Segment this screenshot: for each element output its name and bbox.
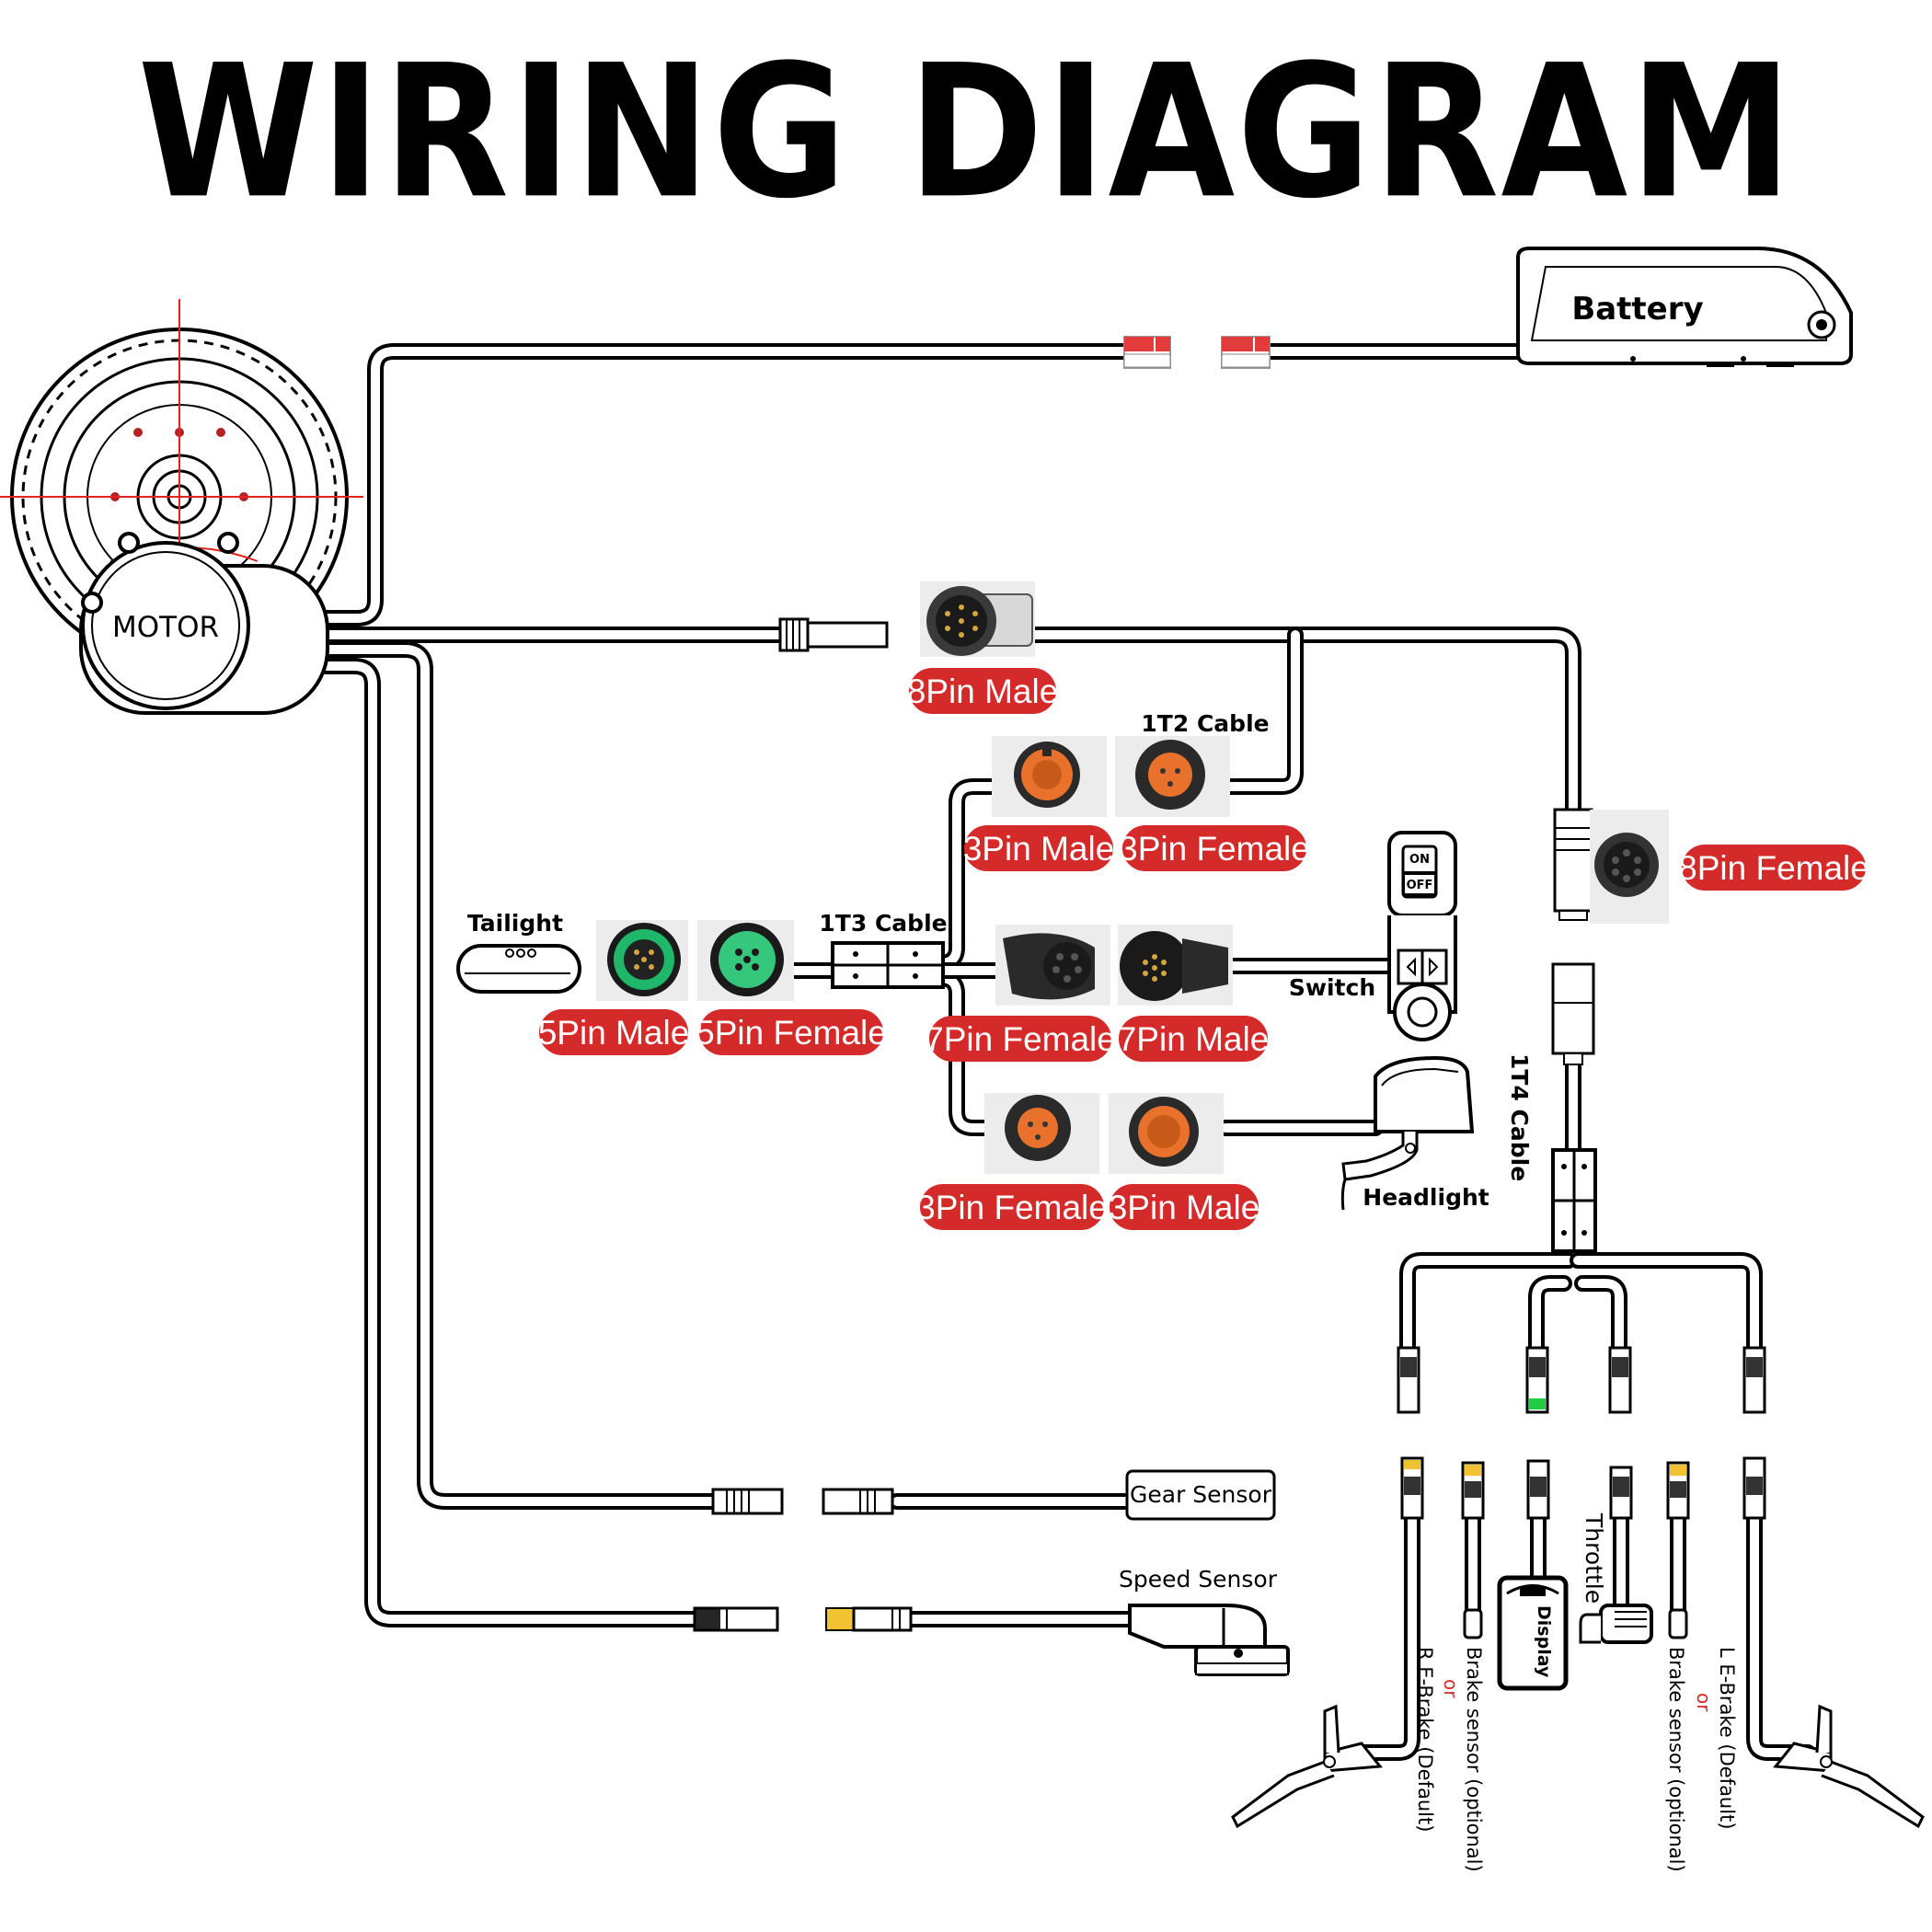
- gear-sensor-label: Gear Sensor: [1130, 1481, 1272, 1508]
- pin8-male-tag: 8Pin Male: [907, 668, 1059, 714]
- pin3-male-top-connector: [992, 736, 1107, 817]
- motor-label: MOTOR: [112, 611, 219, 644]
- t4-plug-2: [1525, 1346, 1549, 1414]
- r-ebrake-lever-icon: [1231, 1704, 1383, 1829]
- t4-cable-splitter: [1551, 1148, 1597, 1253]
- pin7-male-tag: 7Pin Male: [1118, 1016, 1270, 1062]
- pin3-female-top-connector: [1115, 736, 1230, 817]
- pin8-female-tag-text: 8Pin Female: [1678, 849, 1869, 887]
- t4-cable-plug: [1551, 962, 1595, 1065]
- gear-sensor-box: Gear Sensor: [1125, 1469, 1276, 1521]
- headlight-icon: [1340, 1055, 1475, 1211]
- pin3-male-top-tag-text: 3Pin Male: [963, 830, 1115, 868]
- pin7-female-connector: [995, 925, 1110, 1006]
- gear-sensor-plug-female: [822, 1488, 894, 1515]
- pin7-female-tag: 7Pin Female: [925, 1016, 1116, 1062]
- motor-icon: MOTOR: [0, 299, 363, 715]
- brake-sensor-r-label: Brake sensor (optional): [1463, 1647, 1485, 1872]
- pin8-female-plug: [1553, 808, 1593, 921]
- pin7-male-connector: [1118, 925, 1233, 1006]
- switch-label: Switch: [1289, 974, 1375, 1001]
- throttle-plug: [1609, 1466, 1633, 1520]
- pin8-male-tag-text: 8Pin Male: [907, 673, 1059, 710]
- pin8-male-connector: [920, 581, 1035, 657]
- throttle-icon: [1579, 1604, 1653, 1644]
- motor-8pin-plug: [778, 617, 889, 652]
- t4-plug-1: [1397, 1346, 1420, 1414]
- diagram-title: WIRING DIAGRAM: [137, 25, 1795, 239]
- t3-cable-splitter: [831, 941, 945, 989]
- pin5-male-tag-text: 5Pin Male: [538, 1014, 690, 1052]
- r-or-label: or: [1440, 1679, 1462, 1698]
- brake-sensor-l-label: Brake sensor (optional): [1665, 1647, 1687, 1872]
- pin3-female-top-tag: 3Pin Female: [1119, 825, 1310, 871]
- power-connector-female: [1221, 336, 1271, 369]
- switch-on-label: ON: [1409, 853, 1430, 867]
- tailight-label: Tailight: [467, 910, 563, 937]
- display-label: Display: [1534, 1605, 1554, 1678]
- battery-icon: Battery: [1516, 247, 1853, 367]
- t3-cable-label: 1T3 Cable: [819, 910, 947, 937]
- pin5-male-tag: 5Pin Male: [538, 1009, 690, 1055]
- l-ebrake-label: L E-Brake (Default): [1716, 1647, 1738, 1830]
- t4-plug-3: [1608, 1346, 1632, 1414]
- headlight-label: Headlight: [1363, 1184, 1489, 1211]
- wires: [318, 343, 1816, 1761]
- gear-sensor-plug-male: [711, 1488, 784, 1515]
- r-ebrake-plug: [1400, 1456, 1424, 1520]
- pin3-female-bottom-tag: 3Pin Female: [916, 1184, 1108, 1230]
- tailight-icon: [456, 944, 581, 994]
- t2-cable-label: 1T2 Cable: [1141, 710, 1269, 737]
- t4-cable-label: 1T4 Cable: [1506, 1053, 1533, 1181]
- speed-sensor-plug-female: [825, 1606, 913, 1632]
- pin5-female-tag: 5Pin Female: [696, 1009, 887, 1055]
- l-ebrake-plug: [1742, 1456, 1766, 1520]
- pin8-female-connector: [1590, 810, 1669, 924]
- pin3-male-top-tag: 3Pin Male: [963, 825, 1115, 871]
- throttle-label: Throttle: [1581, 1512, 1607, 1604]
- pin3-female-bottom-connector: [984, 1093, 1099, 1174]
- pin5-female-tag-text: 5Pin Female: [696, 1014, 887, 1052]
- brake-sensor-r-plug: [1461, 1461, 1485, 1639]
- pin3-male-bottom-tag-text: 3Pin Male: [1109, 1189, 1260, 1226]
- pin3-male-bottom-connector: [1109, 1093, 1224, 1174]
- brake-sensor-l-plug: [1666, 1461, 1690, 1639]
- speed-sensor-icon: [1128, 1604, 1290, 1676]
- pin3-female-bottom-tag-text: 3Pin Female: [916, 1189, 1108, 1226]
- t4-plug-4: [1742, 1346, 1766, 1414]
- pin7-female-tag-text: 7Pin Female: [925, 1020, 1116, 1058]
- pin7-male-tag-text: 7Pin Male: [1118, 1020, 1270, 1058]
- pin5-female-connector: [697, 920, 794, 1001]
- l-ebrake-lever-icon: [1773, 1704, 1925, 1829]
- l-or-label: or: [1693, 1693, 1715, 1712]
- speed-sensor-plug-male: [693, 1606, 779, 1632]
- pin8-female-tag: 8Pin Female: [1678, 845, 1869, 891]
- pin3-female-top-tag-text: 3Pin Female: [1119, 830, 1310, 868]
- power-connector-male: [1123, 336, 1171, 369]
- display-icon: Display: [1497, 1575, 1569, 1691]
- battery-label: Battery: [1571, 291, 1703, 328]
- display-plug: [1526, 1459, 1550, 1520]
- pin5-male-connector: [596, 920, 688, 1001]
- switch-off-label: OFF: [1407, 879, 1433, 892]
- switch-icon: ON OFF: [1387, 831, 1457, 1041]
- r-ebrake-label: R E-Brake (Default): [1414, 1647, 1436, 1832]
- speed-sensor-label: Speed Sensor: [1119, 1566, 1278, 1593]
- pin3-male-bottom-tag: 3Pin Male: [1109, 1184, 1260, 1230]
